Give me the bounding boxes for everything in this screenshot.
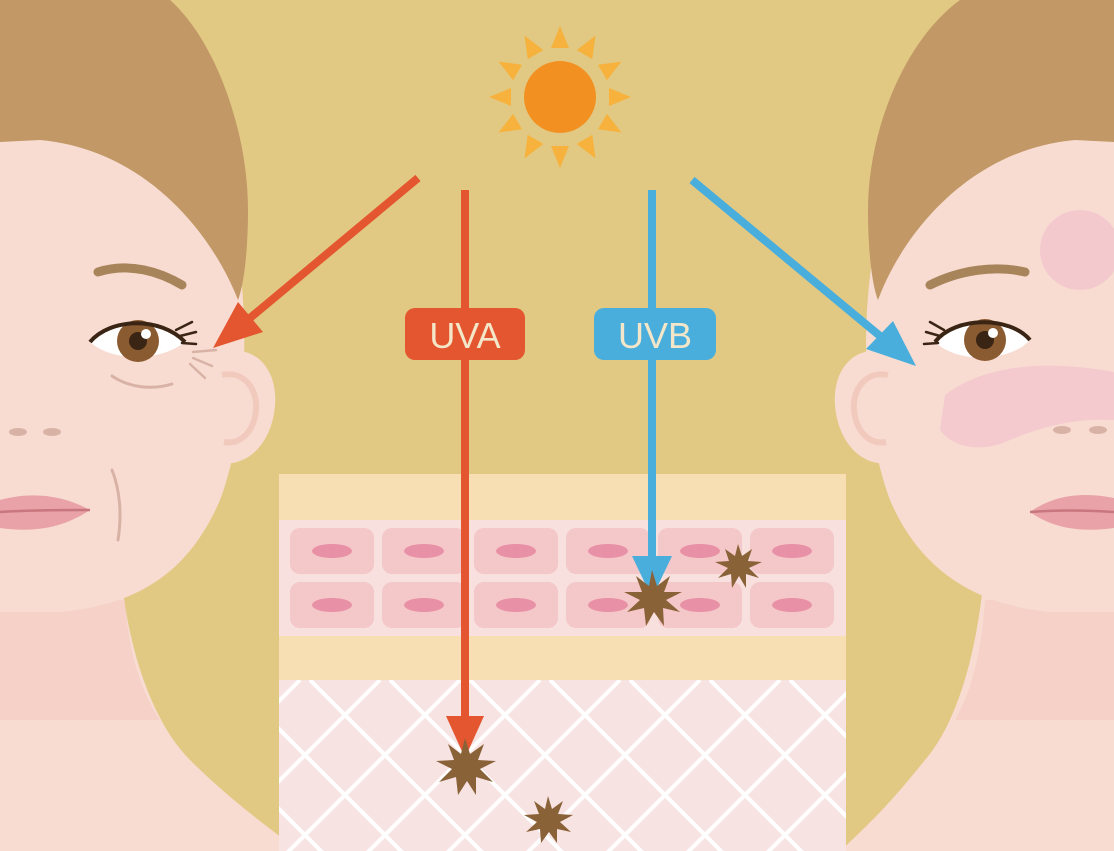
cell-nucleus: [680, 598, 720, 612]
cell-nucleus: [588, 598, 628, 612]
cell-nucleus: [496, 598, 536, 612]
right-nostril-1: [1053, 426, 1071, 434]
cell-nucleus: [496, 544, 536, 558]
cell-nucleus: [312, 544, 352, 558]
cell-nucleus: [312, 598, 352, 612]
cell-nucleus: [404, 544, 444, 558]
right-eye-highlight: [988, 328, 998, 338]
cell-nucleus: [680, 544, 720, 558]
uva-label: UVA: [429, 315, 500, 356]
right-nostril-2: [1089, 426, 1107, 434]
sun-core: [524, 61, 596, 133]
cell-nucleus: [404, 598, 444, 612]
basal-layer: [279, 636, 846, 680]
uvb-label: UVB: [618, 315, 692, 356]
cell-nucleus: [772, 544, 812, 558]
cell-nucleus: [588, 544, 628, 558]
left-nostril-2: [43, 428, 61, 436]
cell-nucleus: [772, 598, 812, 612]
left-eye-highlight: [141, 329, 151, 339]
left-nostril-1: [9, 428, 27, 436]
stratum-corneum: [279, 474, 846, 520]
